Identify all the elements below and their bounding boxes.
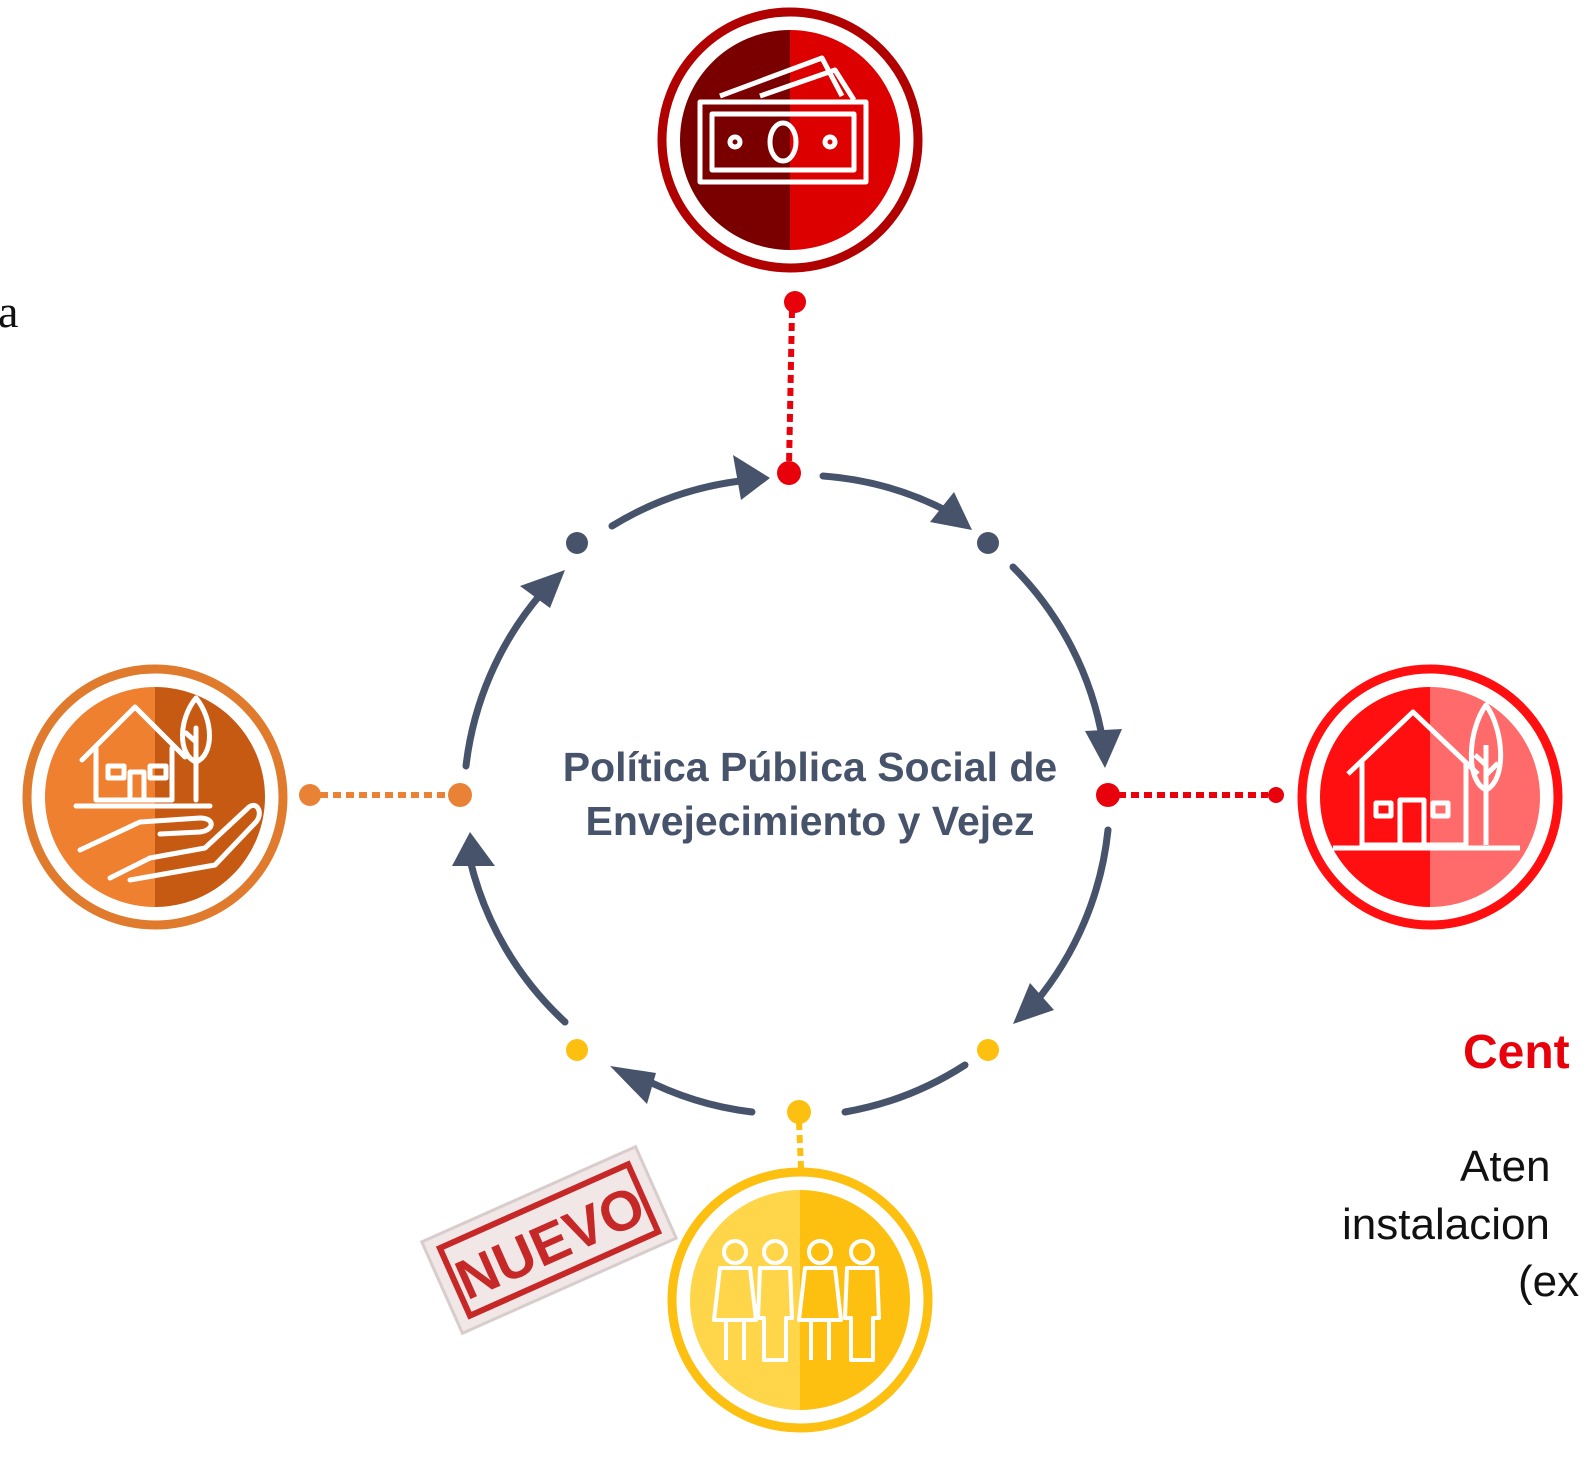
cycle-arc-right-lower bbox=[1031, 826, 1112, 1007]
right-panel-desc-line3: (ex bbox=[1518, 1257, 1580, 1306]
arrowhead-right-lower bbox=[1013, 983, 1054, 1024]
nuevo-stamp: NUEVO bbox=[419, 1144, 679, 1336]
arrowhead-top-left bbox=[733, 455, 770, 500]
arrowhead-right-upper bbox=[1085, 729, 1122, 768]
arrowhead-top-right bbox=[930, 492, 972, 530]
cycle-dot-top-right bbox=[977, 532, 999, 554]
left-text-fragment: a bbox=[0, 286, 19, 337]
center-title-line2: Envejecimiento y Vejez bbox=[585, 798, 1035, 844]
right-panel-title: Cent bbox=[1463, 1026, 1570, 1079]
cycle-arc-top-left bbox=[608, 477, 744, 530]
cycle-arc-bottom-left bbox=[636, 1073, 756, 1116]
node-left bbox=[22, 664, 288, 930]
node-bottom bbox=[667, 1167, 933, 1433]
cycle-arc-bottom-right bbox=[841, 1061, 969, 1116]
center-title: Política Pública Social de Envejecimient… bbox=[500, 740, 1120, 848]
money-bill-icon bbox=[697, 55, 869, 185]
cycle-arc-left-upper bbox=[462, 591, 544, 770]
house-in-hand-icon bbox=[73, 695, 262, 883]
cycle-dot-top-left bbox=[566, 532, 588, 554]
cycle-ring bbox=[462, 472, 1112, 1116]
cycle-arc-left-lower bbox=[466, 856, 569, 1026]
node-top bbox=[657, 7, 923, 273]
connector-bottom bbox=[787, 1100, 811, 1169]
node-right bbox=[1297, 664, 1563, 930]
right-panel-desc-line1: Aten bbox=[1460, 1142, 1551, 1191]
cycle-dot-bottom-left bbox=[566, 1039, 588, 1061]
arrowhead-left-lower bbox=[452, 832, 495, 866]
connector-right bbox=[1096, 783, 1284, 807]
cycle-arc-right-upper bbox=[1009, 563, 1107, 746]
house-tree-icon bbox=[1333, 702, 1520, 851]
connector-top bbox=[777, 291, 806, 485]
center-title-line1: Política Pública Social de bbox=[562, 744, 1058, 790]
cycle-dot-bottom-right bbox=[977, 1039, 999, 1061]
right-panel-desc-line2: instalacion bbox=[1342, 1200, 1550, 1249]
connector-left bbox=[299, 783, 472, 807]
arrowhead-bottom-left bbox=[610, 1066, 656, 1104]
arrowhead-left-upper bbox=[520, 570, 565, 608]
cycle-dots bbox=[566, 532, 999, 1061]
cycle-arrowheads bbox=[452, 455, 1122, 1104]
family-group-icon bbox=[712, 1239, 881, 1362]
